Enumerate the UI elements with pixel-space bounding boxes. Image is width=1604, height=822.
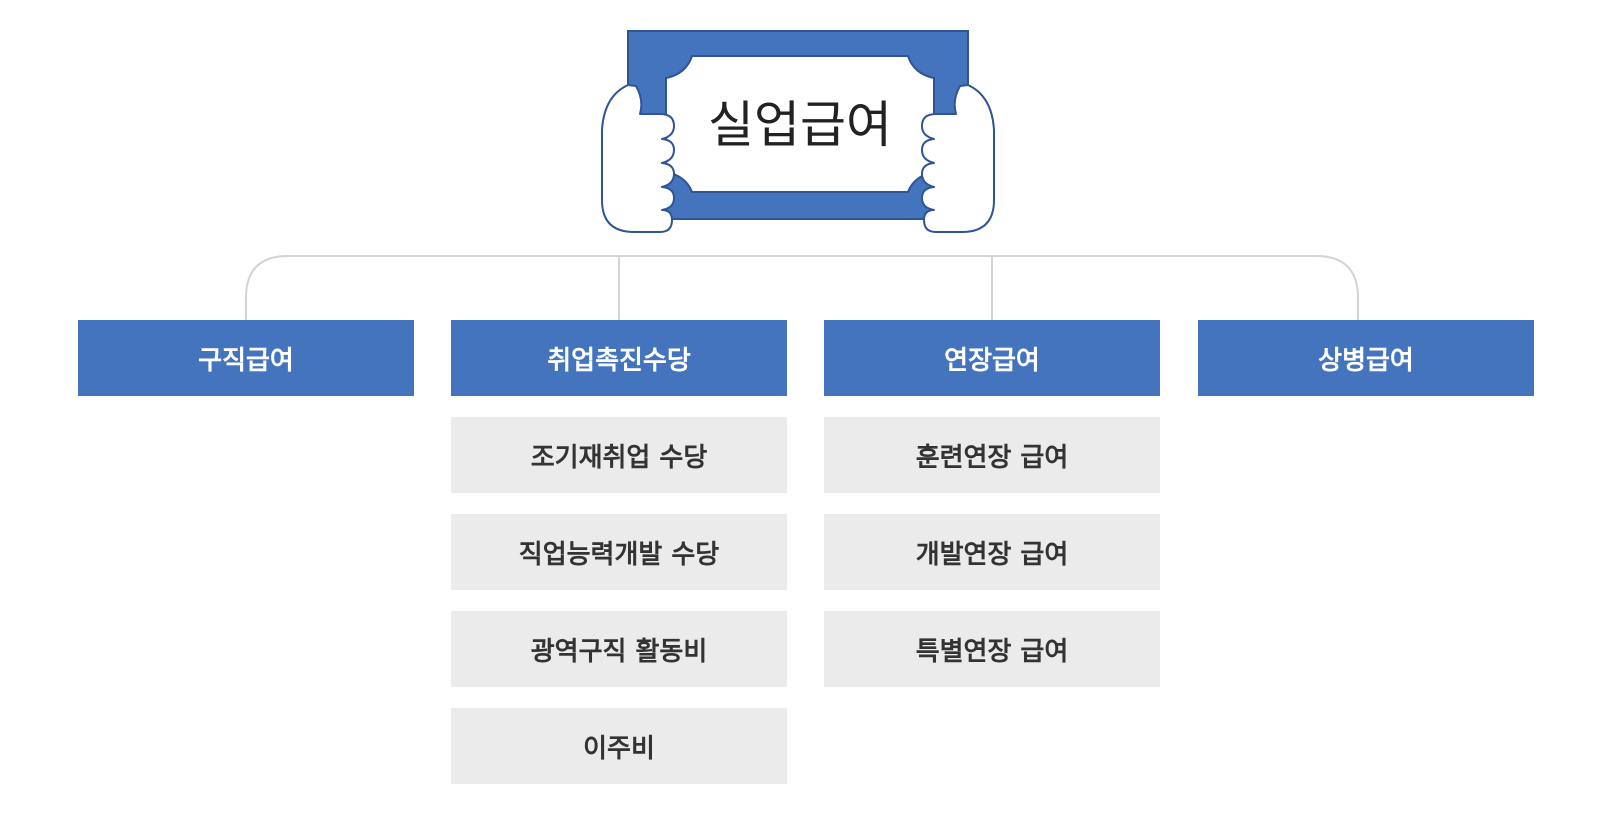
connector-lines bbox=[245, 255, 1359, 320]
sub-box-special-extended: 특별연장 급여 bbox=[824, 611, 1160, 687]
hands-holding-sign-icon: 실업급여 bbox=[601, 30, 995, 233]
sub-box-skill-development: 직업능력개발 수당 bbox=[451, 514, 787, 590]
sub-box-training-extended: 훈련연장 급여 bbox=[824, 417, 1160, 493]
sub-box-individual-extended: 개발연장 급여 bbox=[824, 514, 1160, 590]
sub-box-early-reemployment: 조기재취업 수당 bbox=[451, 417, 787, 493]
sign-panel bbox=[665, 55, 935, 193]
category-box-sickness-benefit: 상병급여 bbox=[1198, 320, 1534, 396]
right-hand-icon bbox=[921, 84, 995, 233]
connector-top-bar bbox=[245, 255, 1359, 320]
sub-box-wide-area-job-search: 광역구직 활동비 bbox=[451, 611, 787, 687]
sign-title: 실업급여 bbox=[708, 96, 892, 154]
category-box-reemployment-promotion: 취업촉진수당 bbox=[451, 320, 787, 396]
left-hand-icon bbox=[601, 84, 675, 233]
sub-box-relocation: 이주비 bbox=[451, 708, 787, 784]
category-box-unemployment-seeking: 구직급여 bbox=[78, 320, 414, 396]
category-box-extended-benefit: 연장급여 bbox=[824, 320, 1160, 396]
